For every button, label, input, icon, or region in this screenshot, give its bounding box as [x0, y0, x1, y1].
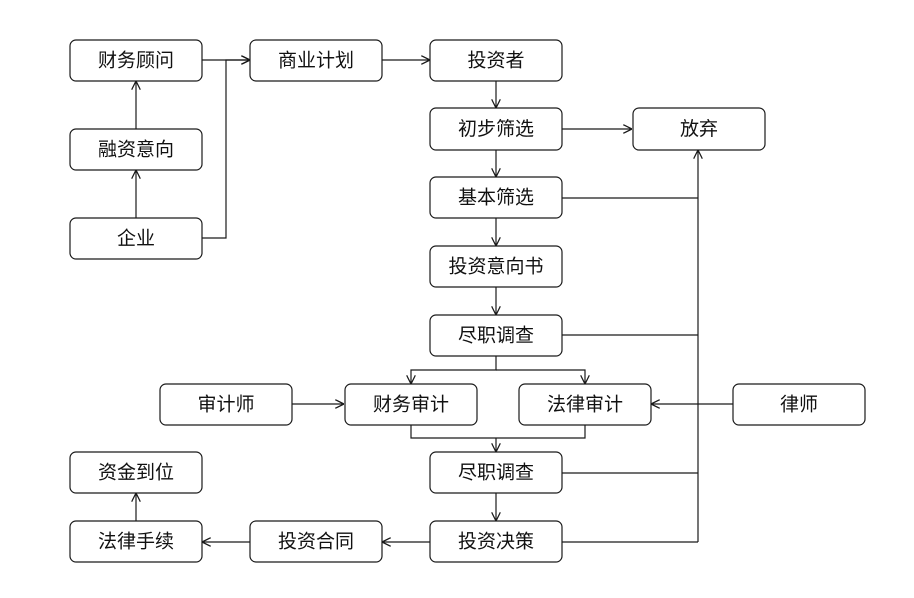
node-touzi-hetong-label: 投资合同: [278, 531, 354, 553]
node-jiben-shaixuan: 基本筛选: [429, 176, 563, 219]
nodes: 财务顾问 融资意向 企业 商业计划 投资者 初步筛选 放弃 基本筛选: [69, 39, 866, 563]
node-jinzhi-diaocha-1-label: 尽职调查: [458, 325, 534, 347]
node-touzizhe: 投资者: [429, 39, 563, 82]
node-zijin-daowei-label: 资金到位: [98, 462, 174, 484]
node-falv-shouxu-label: 法律手续: [98, 531, 174, 553]
node-touzi-juece-label: 投资决策: [458, 531, 534, 553]
node-qiye: 企业: [69, 217, 203, 260]
node-caiwu-guwen-label: 财务顾问: [98, 50, 174, 72]
node-caiwu-shenji-label: 财务审计: [373, 394, 449, 416]
edge-audits-merge: [410, 425, 586, 439]
node-jinzhi-diaocha-2: 尽职调查: [429, 451, 563, 494]
node-shangye-jihua: 商业计划: [249, 39, 383, 82]
edge-jinzhi1-split: [411, 356, 497, 384]
node-qiye-label: 企业: [117, 228, 155, 250]
node-falv-shenji: 法律审计: [518, 383, 652, 426]
node-jinzhi-diaocha-2-label: 尽职调查: [458, 462, 534, 484]
node-zijin-daowei: 资金到位: [69, 451, 203, 494]
node-jiben-shaixuan-label: 基本筛选: [458, 187, 534, 209]
node-jinzhi-diaocha-1: 尽职调查: [429, 314, 563, 357]
node-caiwu-guwen: 财务顾问: [69, 39, 203, 82]
node-touzi-hetong: 投资合同: [249, 520, 383, 563]
node-chubu-shaixuan: 初步筛选: [429, 107, 563, 151]
node-touzi-juece: 投资决策: [429, 520, 563, 563]
node-lvshi-label: 律师: [780, 394, 818, 416]
node-touzi-yixiangshu-label: 投资意向书: [448, 256, 543, 278]
node-chubu-shaixuan-label: 初步筛选: [458, 118, 534, 140]
edge-jinzhi1-split-right: [496, 369, 585, 384]
node-falv-shouxu: 法律手续: [69, 520, 203, 563]
node-lvshi: 律师: [732, 383, 866, 426]
node-falv-shenji-label: 法律审计: [547, 394, 623, 416]
node-shenjishi-label: 审计师: [197, 394, 254, 416]
node-rongzi-yixiang: 融资意向: [69, 128, 203, 171]
node-touzizhe-label: 投资者: [467, 50, 524, 72]
node-touzi-yixiangshu: 投资意向书: [429, 245, 563, 288]
edges: [136, 60, 733, 542]
node-shangye-jihua-label: 商业计划: [278, 50, 354, 72]
edge-qiye-to-jihua: [202, 60, 250, 239]
node-fangqi-label: 放弃: [680, 118, 718, 140]
node-fangqi: 放弃: [632, 107, 766, 151]
node-rongzi-yixiang-label: 融资意向: [98, 139, 174, 161]
node-shenjishi: 审计师: [159, 383, 293, 426]
node-caiwu-shenji: 财务审计: [344, 383, 478, 426]
